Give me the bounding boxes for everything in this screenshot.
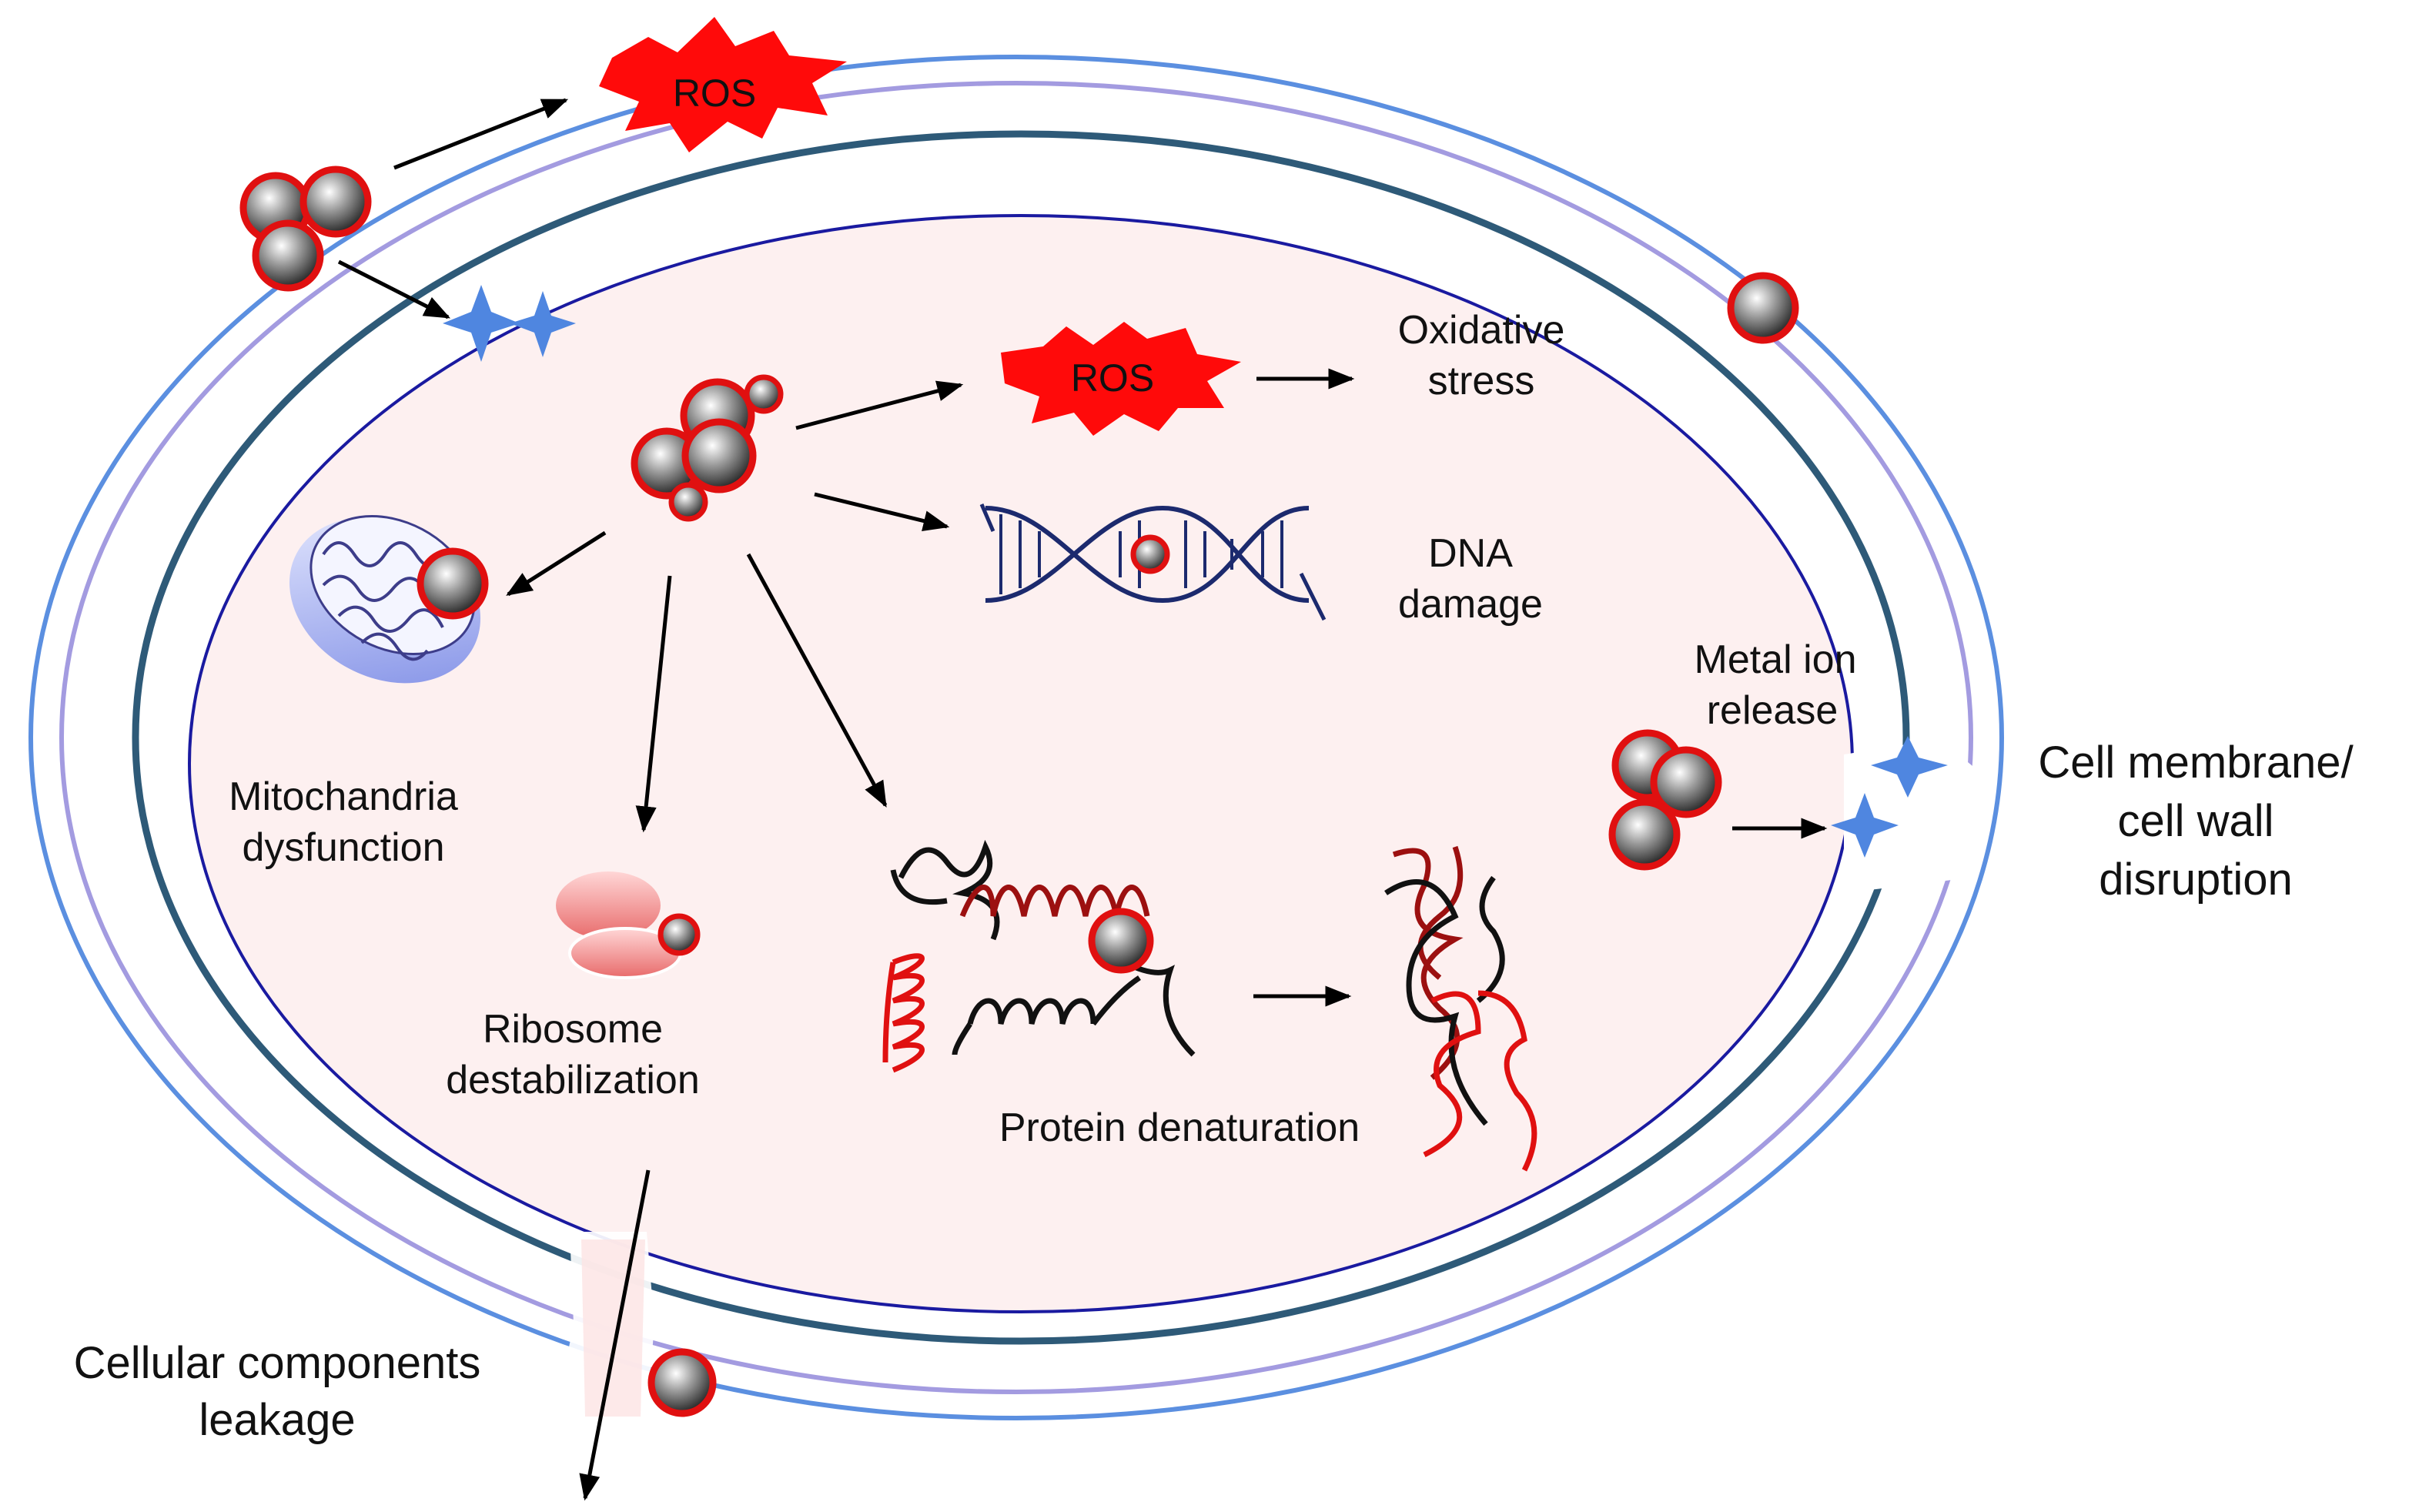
ribosome: [556, 871, 701, 979]
label-dna-2: damage: [1398, 582, 1543, 627]
dna-strand-1: [985, 506, 1310, 604]
arrow-leakage: [579, 1169, 651, 1501]
ros-star-inner: [1001, 322, 1241, 436]
arrows: [337, 98, 1828, 1501]
arrow-to-ribosome: [635, 575, 672, 833]
nanoparticle-leak: [647, 1348, 717, 1417]
nanoparticle: [299, 166, 372, 238]
label-oxidative-1: Oxidative: [1398, 308, 1565, 353]
label-mito-2: dysfunction: [242, 825, 444, 870]
label-oxidative-2: stress: [1428, 359, 1535, 403]
mitochondrion: [289, 515, 489, 684]
nanoparticle: [668, 482, 708, 522]
denatured-strand-red: [1423, 990, 1537, 1172]
damage-star-2: [510, 291, 576, 357]
nanoparticle-cluster-center: [631, 374, 784, 522]
nanoparticle: [744, 374, 784, 414]
periplasmic-membrane: [59, 81, 1973, 1394]
nanoparticle: [1130, 534, 1170, 574]
nanoparticle: [681, 418, 757, 493]
nanoparticle: [1608, 798, 1681, 871]
ros-top-label: ROS: [673, 72, 756, 115]
membrane-damage-right: [1831, 736, 1948, 858]
nanoparticle-membrane-right: [1727, 272, 1799, 344]
label-metal-1: Metal ion: [1695, 637, 1857, 682]
label-ribosome-2: destabilization: [446, 1058, 700, 1102]
label-leak-2: leakage: [199, 1395, 355, 1445]
label-dna-1: DNA: [1428, 531, 1513, 576]
nanoparticle: [252, 219, 324, 292]
protein-helix-black: [952, 975, 1141, 1055]
nanoparticle: [417, 547, 489, 620]
label-ribosome-1: Ribosome: [483, 1007, 663, 1052]
damage-star-3: [1871, 736, 1948, 798]
protein-loop-black: [890, 839, 1196, 1057]
label-protein: Protein denaturation: [999, 1106, 1360, 1150]
labels: Oxidative stress DNA damage Metal ion re…: [74, 308, 2354, 1445]
cell-wall: [132, 130, 1910, 1345]
arrow-to-mitochondrion: [506, 530, 607, 597]
label-leak-1: Cellular components: [74, 1338, 481, 1388]
nanoparticle: [1088, 908, 1154, 974]
damage-star-4: [1831, 793, 1899, 858]
arrow-to-ros-top: [393, 98, 569, 170]
dna-strand-2: [985, 505, 1310, 603]
label-membrane-1: Cell membrane/: [2038, 738, 2354, 788]
protein-denatured: [1384, 845, 1537, 1172]
protein-folded: [882, 839, 1196, 1073]
nanoparticle: [1650, 746, 1722, 818]
ros-star-top: [599, 17, 847, 152]
ros-burst-top: ROS: [599, 17, 847, 152]
label-membrane-2: cell wall: [2117, 796, 2273, 846]
damage-star-1: [443, 285, 520, 362]
ribosome-large-subunit: [556, 871, 661, 939]
label-mito-1: Mitochandria: [229, 774, 458, 819]
arrow-to-membrane-damage: [337, 259, 451, 319]
protein-helix-red: [882, 953, 925, 1073]
ros-inner-label: ROS: [1071, 356, 1154, 400]
dna-end: [979, 503, 1327, 621]
nanoparticle-cluster-right: [1608, 729, 1722, 871]
dna-helix: [979, 503, 1327, 621]
label-metal-2: release: [1707, 688, 1839, 733]
label-membrane-3: disruption: [2099, 855, 2292, 905]
arrow-to-protein: [746, 553, 888, 808]
denatured-strand-black: [1384, 875, 1505, 1126]
denatured-strand-darkred: [1392, 845, 1464, 1080]
nanoparticle: [657, 913, 701, 956]
membrane-damage-top-left: [443, 285, 576, 362]
cell-envelope: [28, 55, 2004, 1512]
nanoparticle-cluster-top-left: [239, 166, 372, 292]
arrow-to-ros-inner: [795, 380, 964, 430]
rupture-shade: [581, 1239, 645, 1417]
mitochondrion-cristae: [322, 541, 448, 661]
arrow-to-dna: [814, 492, 950, 531]
outer-membrane: [28, 55, 2004, 1420]
ros-burst-inner: ROS: [1001, 322, 1241, 436]
membrane-rupture-right: [1844, 739, 1986, 893]
